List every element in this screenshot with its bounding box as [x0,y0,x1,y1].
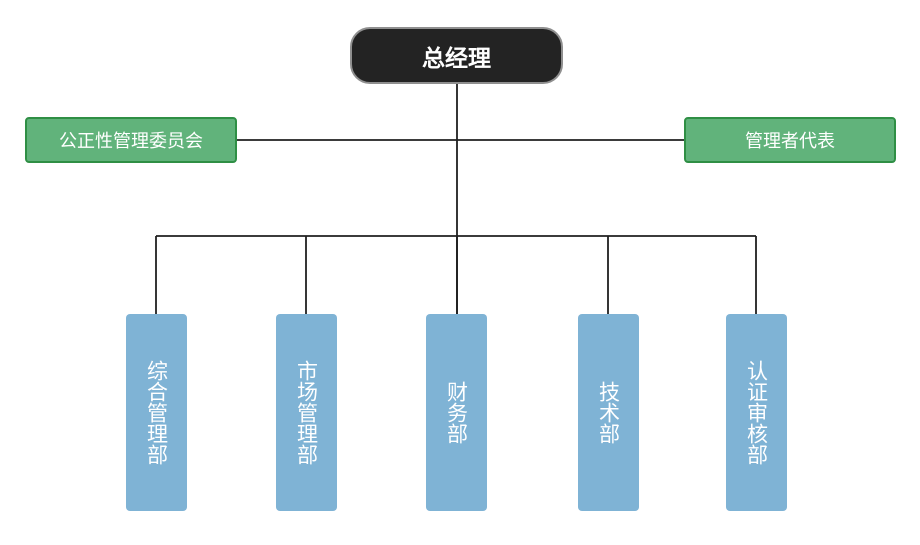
management-representative-label: 管理者代表 [745,131,835,152]
department-node-certification-audit: 认证审核部 [726,314,787,511]
impartiality-committee-label: 公正性管理委员会 [59,131,203,152]
department-label: 市场管理部 [294,360,319,465]
management-representative-node: 管理者代表 [684,117,896,163]
department-label: 财务部 [444,381,469,444]
department-label: 技术部 [596,381,621,444]
general-manager-label: 总经理 [422,45,491,72]
department-node-market-management: 市场管理部 [276,314,337,511]
department-node-technology: 技术部 [578,314,639,511]
general-manager-node: 总经理 [350,27,563,84]
department-label: 综合管理部 [144,360,169,465]
department-node-finance: 财务部 [426,314,487,511]
impartiality-committee-node: 公正性管理委员会 [25,117,237,163]
department-label: 认证审核部 [744,360,769,465]
department-node-comprehensive-management: 综合管理部 [126,314,187,511]
